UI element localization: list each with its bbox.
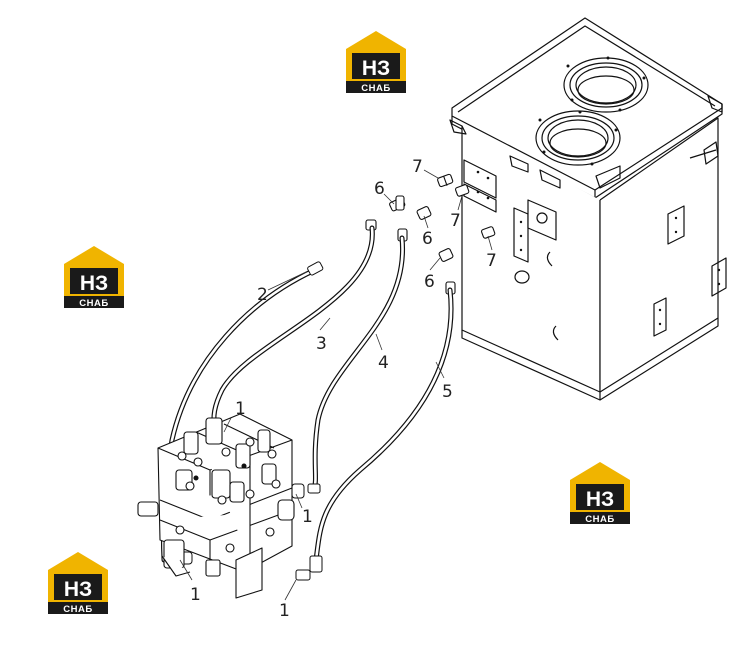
- watermark-logo-left: НЗ СНАБ: [64, 246, 124, 309]
- elbow-6-middle: [416, 206, 432, 220]
- label-fitting-1d: 1: [279, 601, 290, 621]
- label-adapter-7c: 7: [486, 251, 497, 271]
- label-hose-2: 2: [257, 285, 268, 305]
- label-adapter-7a: 7: [412, 157, 423, 177]
- logo-bottom-text: СНАБ: [63, 604, 92, 615]
- label-elbow-6c: 6: [424, 272, 435, 292]
- logo-bottom-text: СНАБ: [585, 514, 614, 525]
- watermark-logo-top: НЗ СНАБ: [346, 31, 406, 94]
- hose-4: [311, 235, 406, 491]
- logo-top-text: НЗ: [80, 272, 108, 295]
- hose-5: [309, 287, 454, 573]
- label-fitting-1b: 1: [302, 507, 313, 527]
- label-hose-4: 4: [378, 353, 389, 373]
- logo-top-text: НЗ: [586, 488, 614, 511]
- label-adapter-7b: 7: [450, 211, 461, 231]
- part-labels: 1 1 1 1 2 3 4 5 6 6 6 7 7 7: [190, 157, 497, 621]
- logo-top-text: НЗ: [362, 57, 390, 80]
- label-fitting-1a: 1: [235, 399, 246, 419]
- label-hose-5: 5: [442, 382, 453, 402]
- logo-top-text: НЗ: [64, 578, 92, 601]
- leader-lines: [179, 169, 493, 601]
- label-elbow-6a: 6: [374, 179, 385, 199]
- elbow-6-upper: [389, 195, 406, 212]
- adapter-7-lower: [481, 226, 496, 239]
- logo-bottom-text: СНАБ: [79, 298, 108, 309]
- elbow-6-lower: [438, 248, 454, 262]
- adapter-7-middle: [455, 184, 470, 197]
- label-elbow-6b: 6: [422, 229, 433, 249]
- hose-3: [211, 225, 375, 429]
- logo-bottom-text: СНАБ: [361, 83, 390, 94]
- watermark-logo-right: НЗ СНАБ: [570, 462, 630, 525]
- label-fitting-1c: 1: [190, 585, 201, 605]
- watermark-logo-bottom-left: НЗ СНАБ: [48, 552, 108, 615]
- control-valve: [137, 413, 295, 599]
- label-hose-3: 3: [316, 334, 327, 354]
- adapter-7-upper: [437, 173, 454, 188]
- hydraulic-tank: [449, 17, 727, 401]
